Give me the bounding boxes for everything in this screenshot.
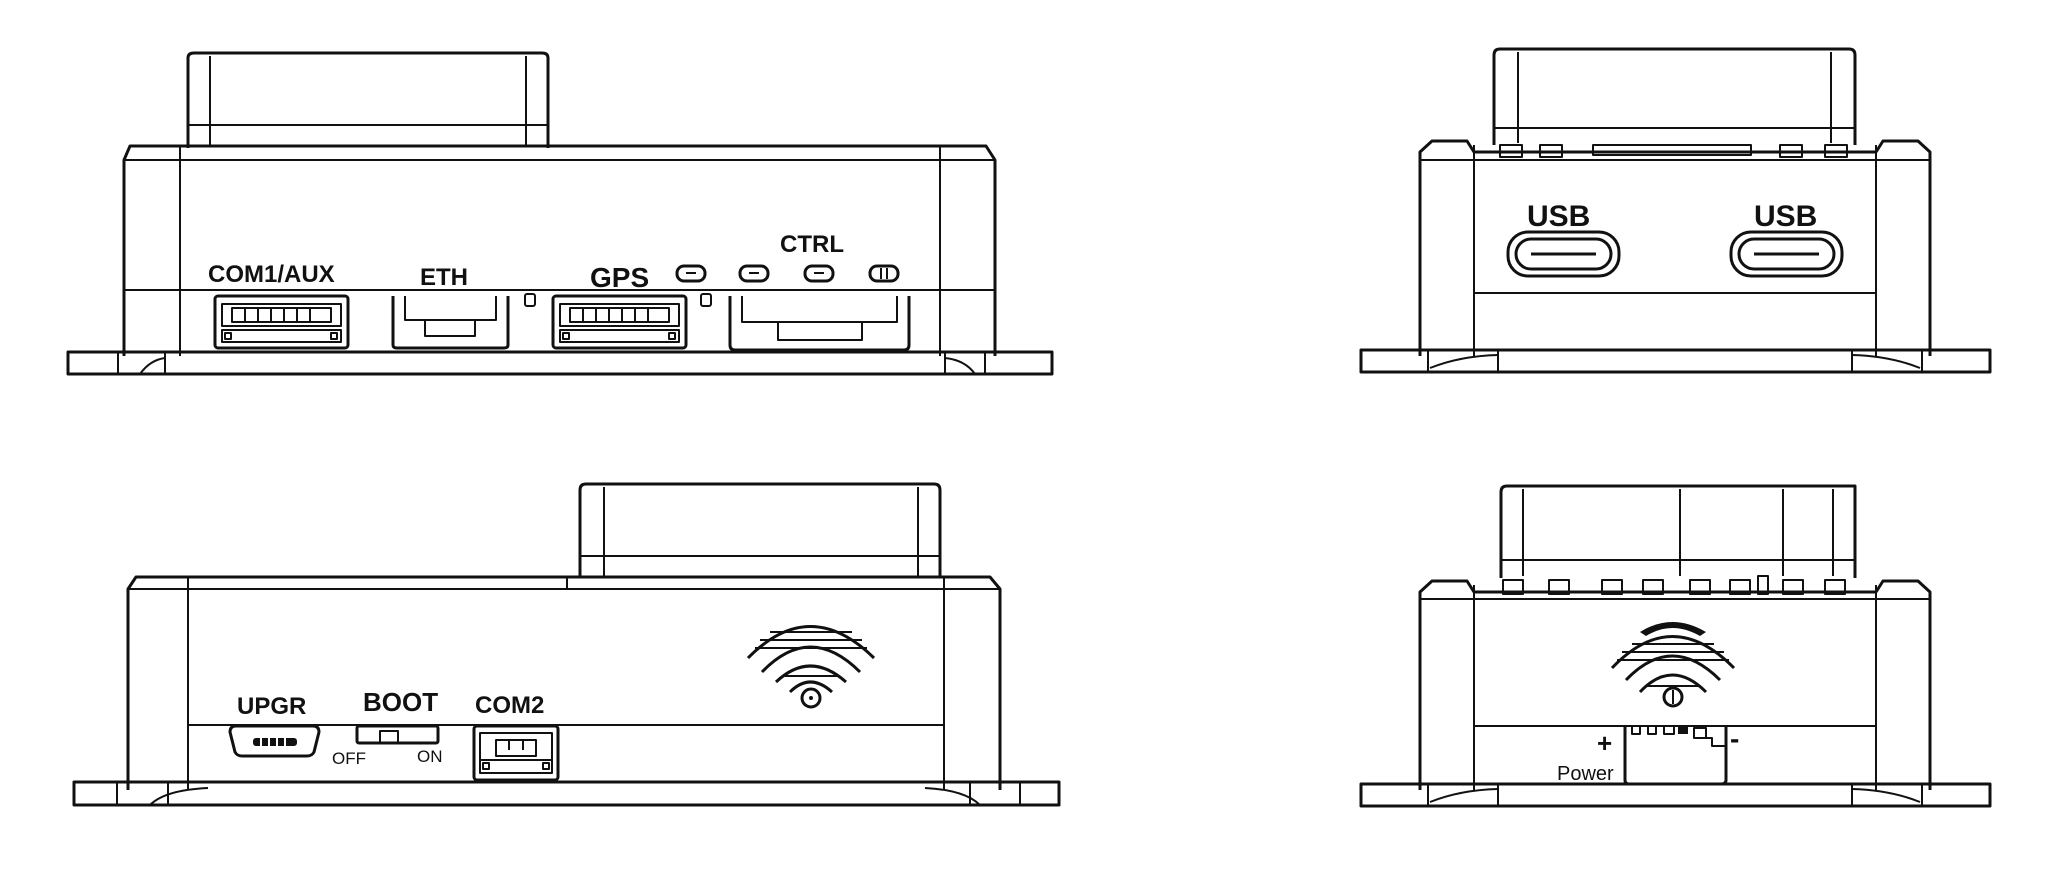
com2-connector xyxy=(472,724,560,782)
rear-view: UPGR BOOT COM2 OFF ON xyxy=(72,482,1061,807)
wifi-antenna-icon xyxy=(746,625,876,709)
power-connector xyxy=(1623,725,1728,786)
front-view: COM1/AUX ETH GPS CTRL xyxy=(66,51,1054,376)
rear-body xyxy=(126,575,1002,790)
power-side-body xyxy=(1418,579,1932,790)
rear-base-flange xyxy=(72,780,1061,807)
rear-top-module xyxy=(578,482,942,578)
side-base-flange xyxy=(1359,348,1992,374)
front-led-indicators xyxy=(675,264,900,283)
power-minus-label: - xyxy=(1730,723,1739,754)
ctrl-connector xyxy=(728,296,911,352)
power-plus-label: + xyxy=(1597,728,1612,758)
side-body xyxy=(1418,139,1932,356)
front-top-module xyxy=(186,51,550,148)
com1-aux-connector xyxy=(213,294,350,350)
usb-c-port-1 xyxy=(1506,230,1621,278)
port-label-upgr: UPGR xyxy=(237,693,306,720)
front-base-flange xyxy=(66,350,1054,376)
front-small-led xyxy=(524,293,536,307)
boot-switch-off-label: OFF xyxy=(332,749,366,768)
boot-switch-on-label: ON xyxy=(417,747,443,766)
usb-label-2: USB xyxy=(1754,200,1817,233)
side-top-module xyxy=(1492,47,1857,145)
usb-label-1: USB xyxy=(1527,200,1590,233)
gps-connector xyxy=(551,294,688,350)
front-body xyxy=(122,144,997,356)
port-label-ctrl: CTRL xyxy=(780,231,844,258)
boot-slide-switch xyxy=(355,724,440,745)
power-label: Power xyxy=(1557,763,1614,785)
wifi-antenna-icon-power-side xyxy=(1610,622,1736,708)
port-label-boot: BOOT xyxy=(363,687,438,717)
front-small-led-2 xyxy=(700,293,712,307)
port-label-com2: COM2 xyxy=(475,692,544,719)
usb-c-port-2 xyxy=(1729,230,1844,278)
upgr-micro-usb-port xyxy=(228,724,321,758)
port-label-gps: GPS xyxy=(590,262,649,293)
port-label-com1-aux: COM1/AUX xyxy=(208,261,335,288)
eth-connector xyxy=(391,296,510,350)
side-view-power: + - Power xyxy=(1359,484,1992,808)
power-side-top-module xyxy=(1499,484,1857,578)
side-view-usb: USB USB xyxy=(1359,47,1992,374)
port-label-eth: ETH xyxy=(420,264,468,291)
